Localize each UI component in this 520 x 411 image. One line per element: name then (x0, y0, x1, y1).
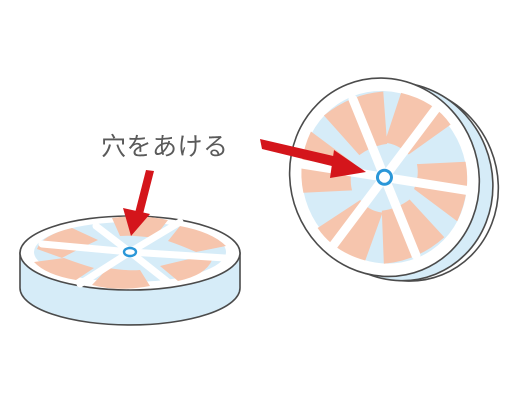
right-disk-spokes (295, 94, 474, 260)
left-disk (19, 215, 241, 326)
arrow-right (260, 139, 366, 178)
arrow-down (123, 170, 154, 236)
left-disk-hole (122, 246, 138, 258)
left-disk-spokes (38, 218, 229, 288)
right-disk (288, 77, 500, 282)
left-disk-segments (34, 216, 226, 289)
right-disk-hole (375, 168, 393, 186)
annotation-label: 穴をあける (101, 132, 229, 161)
